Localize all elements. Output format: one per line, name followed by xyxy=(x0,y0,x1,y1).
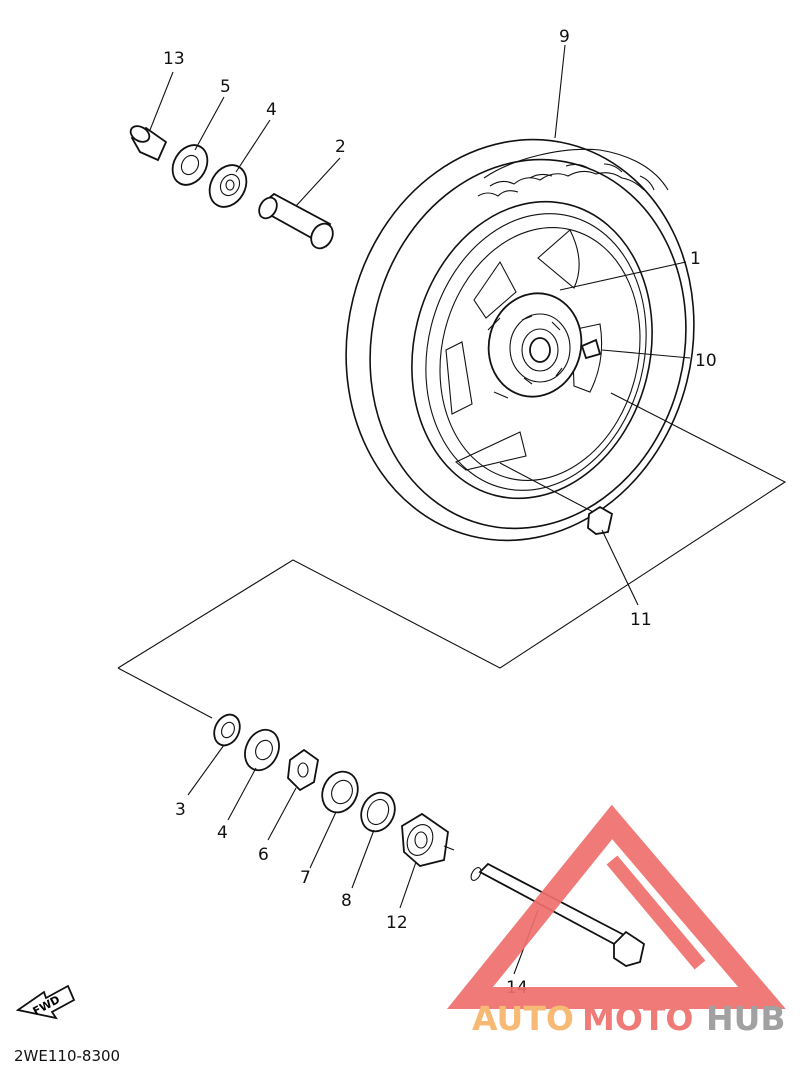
watermark-auto: AUTO xyxy=(472,999,574,1038)
bearing-4-upper xyxy=(208,164,248,208)
washer-3 xyxy=(213,713,241,747)
leader-lines xyxy=(149,44,691,975)
collar-13 xyxy=(129,125,168,162)
diagram-code: 2WE110-8300 xyxy=(14,1047,121,1065)
speedometer-gear-unit-12 xyxy=(401,812,455,867)
label-13: 13 xyxy=(163,49,185,69)
part-labels: 13 5 4 2 9 1 10 11 3 4 6 7 8 12 14 xyxy=(163,27,717,998)
label-11: 11 xyxy=(630,610,652,630)
bearing-4-lower xyxy=(244,728,280,772)
label-9: 9 xyxy=(559,27,570,47)
fwd-arrow-icon: FWD xyxy=(15,984,76,1020)
gear-7 xyxy=(321,770,359,814)
oil-seal-5 xyxy=(171,144,209,186)
label-2: 2 xyxy=(335,137,346,157)
label-6: 6 xyxy=(258,845,269,865)
retainer-6 xyxy=(287,748,319,792)
automotohub-watermark: AUTO MOTO HUB xyxy=(446,804,786,1038)
label-4-lower: 4 xyxy=(217,823,228,843)
watermark-moto: MOTO xyxy=(582,999,693,1038)
assembly-guide-lines xyxy=(117,392,787,719)
label-7: 7 xyxy=(300,868,311,888)
watermark-hub: HUB xyxy=(706,999,786,1038)
label-8: 8 xyxy=(341,891,352,911)
label-4-upper: 4 xyxy=(266,100,277,120)
label-10: 10 xyxy=(695,351,717,371)
collar-11 xyxy=(587,505,614,535)
label-1: 1 xyxy=(690,249,701,269)
wheel-tire-assembly xyxy=(345,138,695,542)
label-3: 3 xyxy=(175,800,186,820)
seal-8 xyxy=(360,791,396,833)
label-12: 12 xyxy=(386,913,408,933)
label-5: 5 xyxy=(220,77,231,97)
spacer-2 xyxy=(258,192,334,250)
